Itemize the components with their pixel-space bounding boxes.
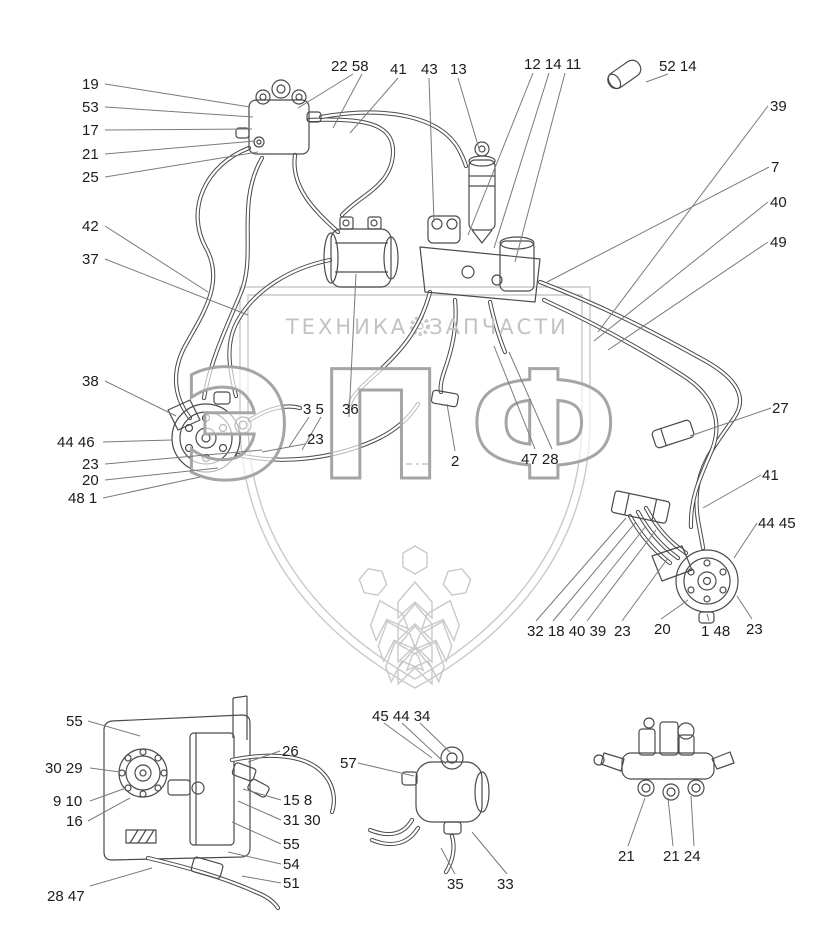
leader-line <box>102 439 173 443</box>
hose-routes <box>174 110 743 566</box>
leader-line <box>231 821 282 845</box>
leader-line <box>383 722 433 759</box>
leader-line <box>508 351 553 450</box>
leader-line <box>493 345 536 450</box>
leader-line <box>514 72 566 263</box>
pump-left <box>167 391 252 473</box>
leader-line <box>736 595 753 620</box>
bracket-center-right <box>419 215 541 303</box>
leader-line <box>546 166 770 283</box>
leader-line <box>660 599 689 620</box>
watermark-shield <box>239 286 591 689</box>
pump-bottom-right <box>651 545 739 624</box>
leader-line <box>104 467 219 481</box>
leader-line <box>419 722 453 755</box>
leader-line <box>87 797 131 822</box>
leader-lines <box>87 72 772 887</box>
leader-line <box>357 762 415 777</box>
fitting-right <box>651 419 695 449</box>
watermark-logo: ЭПФ <box>182 340 644 514</box>
leader-line <box>237 800 282 821</box>
leader-line <box>428 77 435 223</box>
leader-line <box>104 151 259 178</box>
leader-line <box>104 258 249 316</box>
leader-line <box>87 720 141 737</box>
leader-line <box>241 875 282 884</box>
leader-line <box>332 73 363 129</box>
leader-line <box>104 380 177 417</box>
tank-assembly <box>103 695 336 911</box>
leader-line <box>702 474 762 509</box>
leader-line <box>467 72 534 236</box>
leader-line <box>667 797 674 847</box>
leader-line <box>627 797 646 847</box>
leader-line <box>104 128 253 131</box>
leader-line <box>401 722 447 765</box>
leader-line <box>89 767 121 773</box>
leader-line <box>301 416 322 451</box>
leader-line <box>104 449 263 465</box>
leader-line <box>535 517 627 622</box>
leader-line <box>471 831 508 875</box>
watermark-brand-left: ТЕХНИКА <box>285 315 408 339</box>
leader-line <box>607 241 769 351</box>
motor-bottom-center <box>367 746 490 875</box>
leader-line <box>597 105 769 333</box>
pump-center-left <box>323 216 399 288</box>
connector-fitting-top-right <box>607 59 642 90</box>
leader-line <box>645 73 669 83</box>
leader-line <box>261 443 306 453</box>
leader-line <box>621 557 669 622</box>
leader-line <box>247 750 281 763</box>
leader-line <box>288 416 310 448</box>
hydraulic-cylinder <box>468 141 496 244</box>
leader-line <box>586 529 657 622</box>
leader-line <box>706 613 710 622</box>
leader-line <box>297 73 354 109</box>
valve-block-top-left <box>235 79 322 155</box>
wheat-ears <box>356 545 474 685</box>
leader-line <box>493 72 550 249</box>
leader-line <box>104 83 251 108</box>
leader-line <box>89 867 153 887</box>
leader-line <box>457 77 481 153</box>
leader-line <box>104 225 209 293</box>
leader-line <box>552 521 637 622</box>
loose-fitting-center <box>430 389 459 408</box>
leader-line <box>349 77 399 134</box>
leader-line <box>104 106 254 118</box>
leader-line <box>89 787 127 802</box>
leader-line <box>446 403 456 452</box>
leader-line <box>102 476 201 499</box>
machine-drawing <box>103 59 743 911</box>
watermark-brand-right: ЗАПЧАСТИ <box>429 315 569 339</box>
hose-bracket-bottom-right <box>610 490 671 524</box>
leader-line <box>348 273 357 418</box>
leader-line <box>689 407 772 437</box>
leader-line <box>440 847 456 875</box>
leader-line <box>227 851 282 865</box>
leader-line <box>733 522 758 559</box>
leader-line <box>242 788 282 801</box>
leader-line <box>569 525 647 622</box>
leader-line <box>593 201 769 342</box>
leader-line <box>104 140 256 155</box>
valve-assembly-bottom-right <box>593 717 735 801</box>
leader-line <box>690 795 695 847</box>
